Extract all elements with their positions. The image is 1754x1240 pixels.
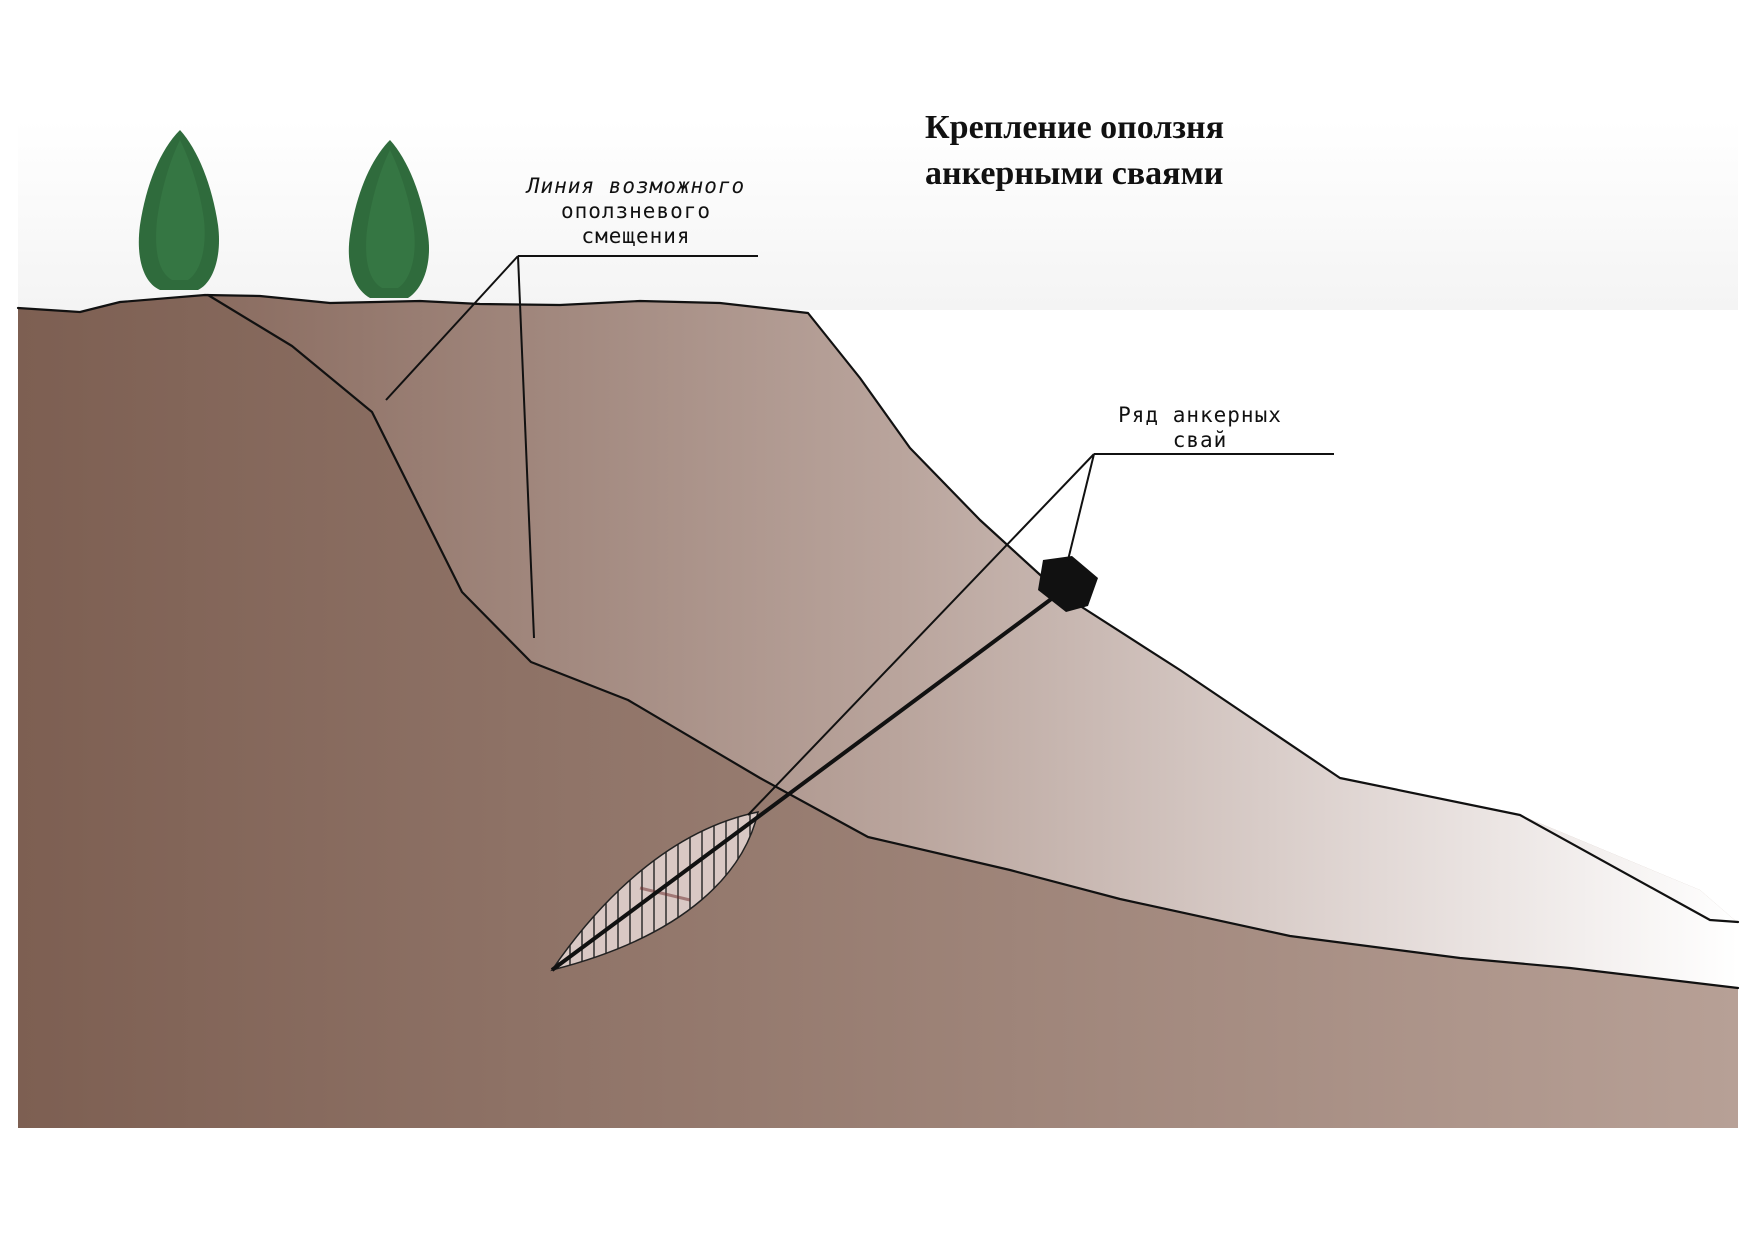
slip-line-leader — [385, 255, 758, 639]
anchor-piles-label-line-2: свай — [1173, 428, 1228, 452]
ground-surface-line — [16, 293, 1740, 924]
sliding-soil-mass — [208, 295, 1738, 988]
anchor-piles-leader — [747, 453, 1334, 816]
slip-line-label-line-3: смещения — [581, 224, 690, 248]
sky-band — [18, 120, 1738, 310]
anchor-pile-head-icon — [1038, 556, 1098, 612]
slip-surface-line — [206, 293, 1740, 990]
conifer-tree-icon — [138, 130, 220, 290]
diagram-title-line-2: анкерными сваями — [925, 155, 1223, 192]
conifer-tree-icon — [348, 140, 430, 298]
anchor-piles-label-line-1: Ряд анкерных — [1118, 403, 1282, 427]
slip-line-label-line-2: оползневого — [561, 199, 711, 223]
slip-line-label-line-1: Линия возможного — [525, 174, 745, 198]
diagram-title-line-1: Крепление оползня — [925, 109, 1224, 146]
anchor-pile-rod — [550, 592, 1060, 972]
